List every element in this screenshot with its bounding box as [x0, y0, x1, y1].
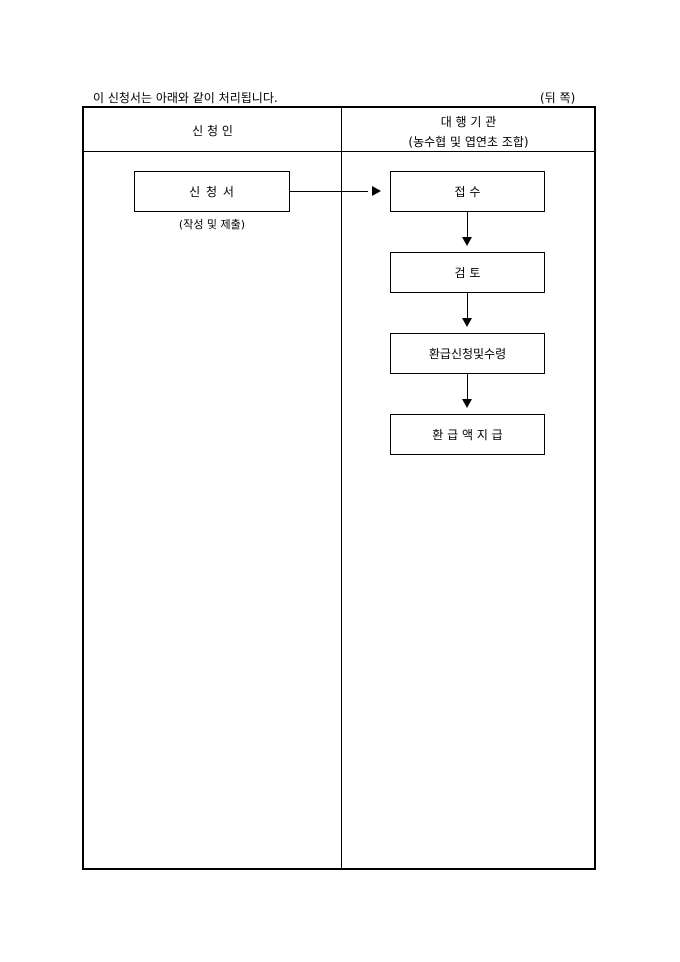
page-side-label: (뒤 쪽) [540, 91, 576, 105]
step-arrow-head [462, 237, 472, 246]
process-table [82, 106, 596, 870]
step-arrow-head [462, 399, 472, 408]
step-arrow-line [467, 212, 468, 237]
submit-arrow-head [372, 186, 381, 196]
step-receipt-box: 접 수 [390, 171, 545, 212]
application-form-box: 신 청 서 [134, 171, 290, 212]
step-review-box: 검 토 [390, 252, 545, 293]
applicant-column-header: 신 청 인 [192, 124, 233, 138]
step-arrow-line [467, 374, 468, 399]
agency-column-header: 대 행 기 관 [440, 115, 497, 129]
step-refund-claim-box: 환급신청및수령 [390, 333, 545, 374]
step-refund-payment-box: 환 급 액 지 급 [390, 414, 545, 455]
agency-column-subheader: (농수협 및 엽연초 조합) [408, 135, 529, 149]
step-arrow-line [467, 293, 468, 318]
application-form-caption: (작성 및 제출) [178, 218, 246, 231]
form-note: 이 신청서는 아래와 같이 처리됩니다. [93, 91, 278, 105]
submit-arrow-line [290, 191, 368, 192]
step-arrow-head [462, 318, 472, 327]
header-divider [84, 151, 595, 152]
column-divider [341, 108, 342, 869]
